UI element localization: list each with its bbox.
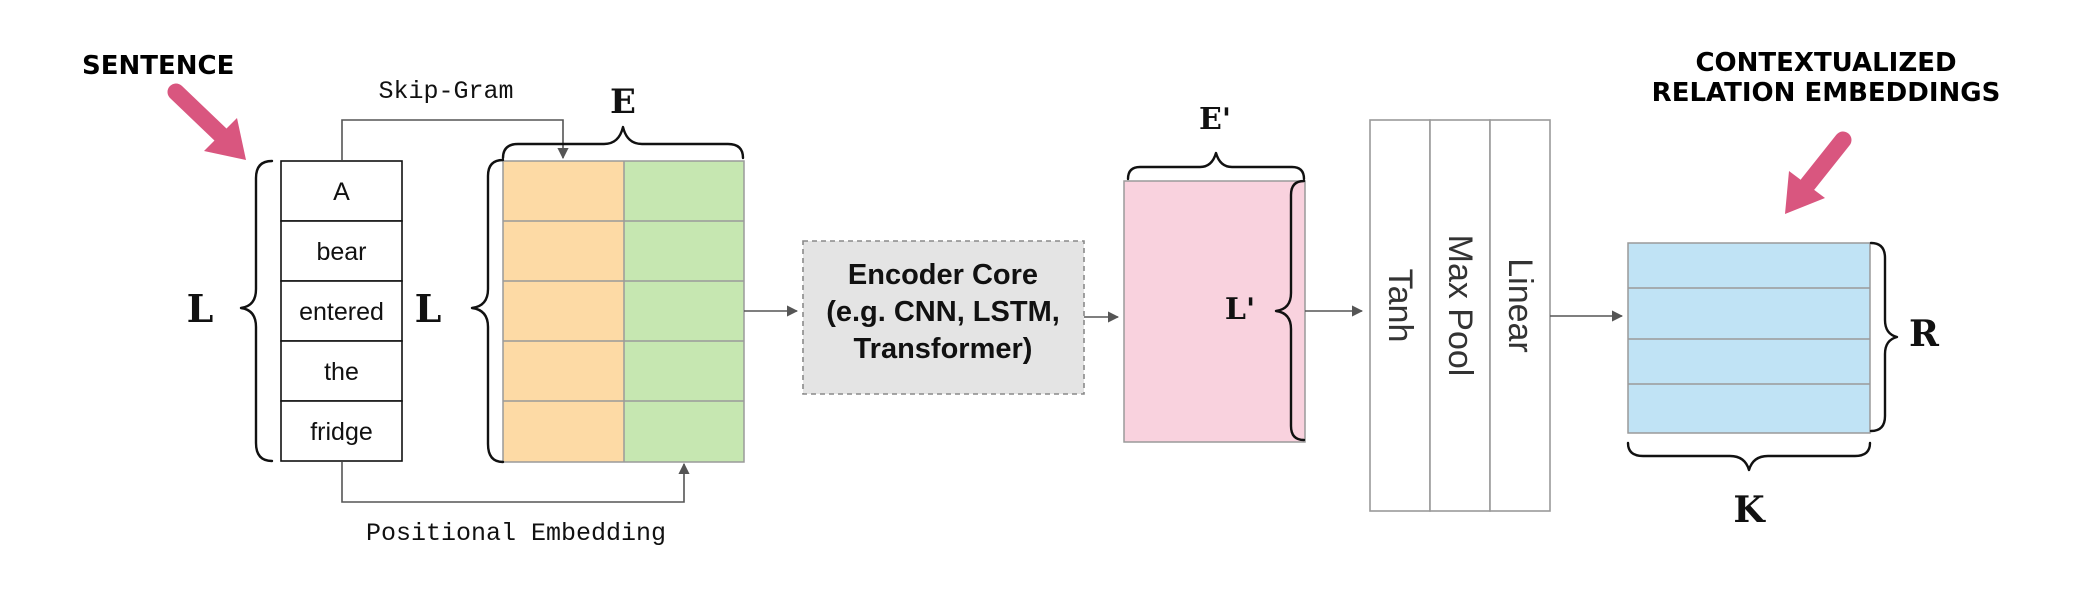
output-rows-label: R	[1909, 313, 1940, 355]
encoded-length-label: L'	[1225, 292, 1255, 327]
relation-embeddings-callout-arrow-icon	[1785, 131, 1852, 214]
relation-embeddings-callout-line1: CONTEXTUALIZED	[1695, 48, 1956, 78]
positional-embedding-column	[624, 161, 744, 462]
sentence-token-label: A	[333, 178, 350, 206]
layer-label: Tanh	[1381, 269, 1419, 343]
layer-column	[1489, 119, 1551, 512]
sentence-token-cell	[280, 340, 403, 402]
layer-label: Max Pool	[1441, 235, 1479, 377]
output-width-brace	[1626, 441, 1872, 472]
word-embedding-column	[503, 161, 624, 462]
relation-embeddings-matrix	[1627, 242, 1871, 434]
embedding-length-label: L	[415, 286, 442, 331]
encoded-width-label: E'	[1199, 102, 1231, 137]
sentence-length-brace	[239, 159, 274, 463]
embedding-width-brace	[501, 125, 745, 160]
encoder-core-examples-line1: (e.g. CNN, LSTM,	[826, 296, 1060, 328]
encoder-core-title: Encoder Core	[848, 259, 1038, 291]
sentence-token-label: the	[324, 358, 359, 386]
sentence-token-label: fridge	[310, 418, 373, 446]
encoded-width-brace	[1126, 151, 1306, 181]
embedding-width-label: E	[610, 82, 636, 122]
encoder-core-box	[802, 240, 1085, 395]
sentence-token-cell	[280, 160, 403, 222]
sentence-token-cell	[280, 400, 403, 462]
encoder-core-examples-line2: Transformer)	[854, 333, 1033, 365]
skip-gram-label: Skip-Gram	[378, 77, 513, 106]
sentence-callout-arrow-icon	[167, 83, 246, 160]
sentence-token-cell	[280, 220, 403, 282]
layer-label: Linear	[1501, 258, 1539, 353]
layer-column	[1369, 119, 1431, 512]
embedding-length-brace	[470, 158, 505, 464]
positional-embedding-connector	[341, 462, 690, 503]
projection-layers: Tanh Max Pool Linear	[1369, 119, 1551, 512]
sentence-token-label: bear	[316, 238, 366, 266]
relation-embeddings-fill	[1627, 242, 1871, 434]
output-rows-brace	[1869, 241, 1899, 433]
relation-embeddings-callout-line2: RELATION EMBEDDINGS	[1652, 78, 2001, 108]
output-width-label: K	[1733, 489, 1766, 531]
encoded-length-brace	[1274, 179, 1306, 442]
skip-gram-connector	[341, 119, 569, 160]
sentence-token-cell	[280, 280, 403, 342]
sentence-token-label: entered	[299, 298, 384, 326]
embedding-matrix	[502, 160, 745, 463]
positional-embedding-label: Positional Embedding	[366, 519, 666, 548]
sentence-callout-label: SENTENCE	[82, 51, 234, 81]
sentence-length-label: L	[187, 286, 214, 331]
